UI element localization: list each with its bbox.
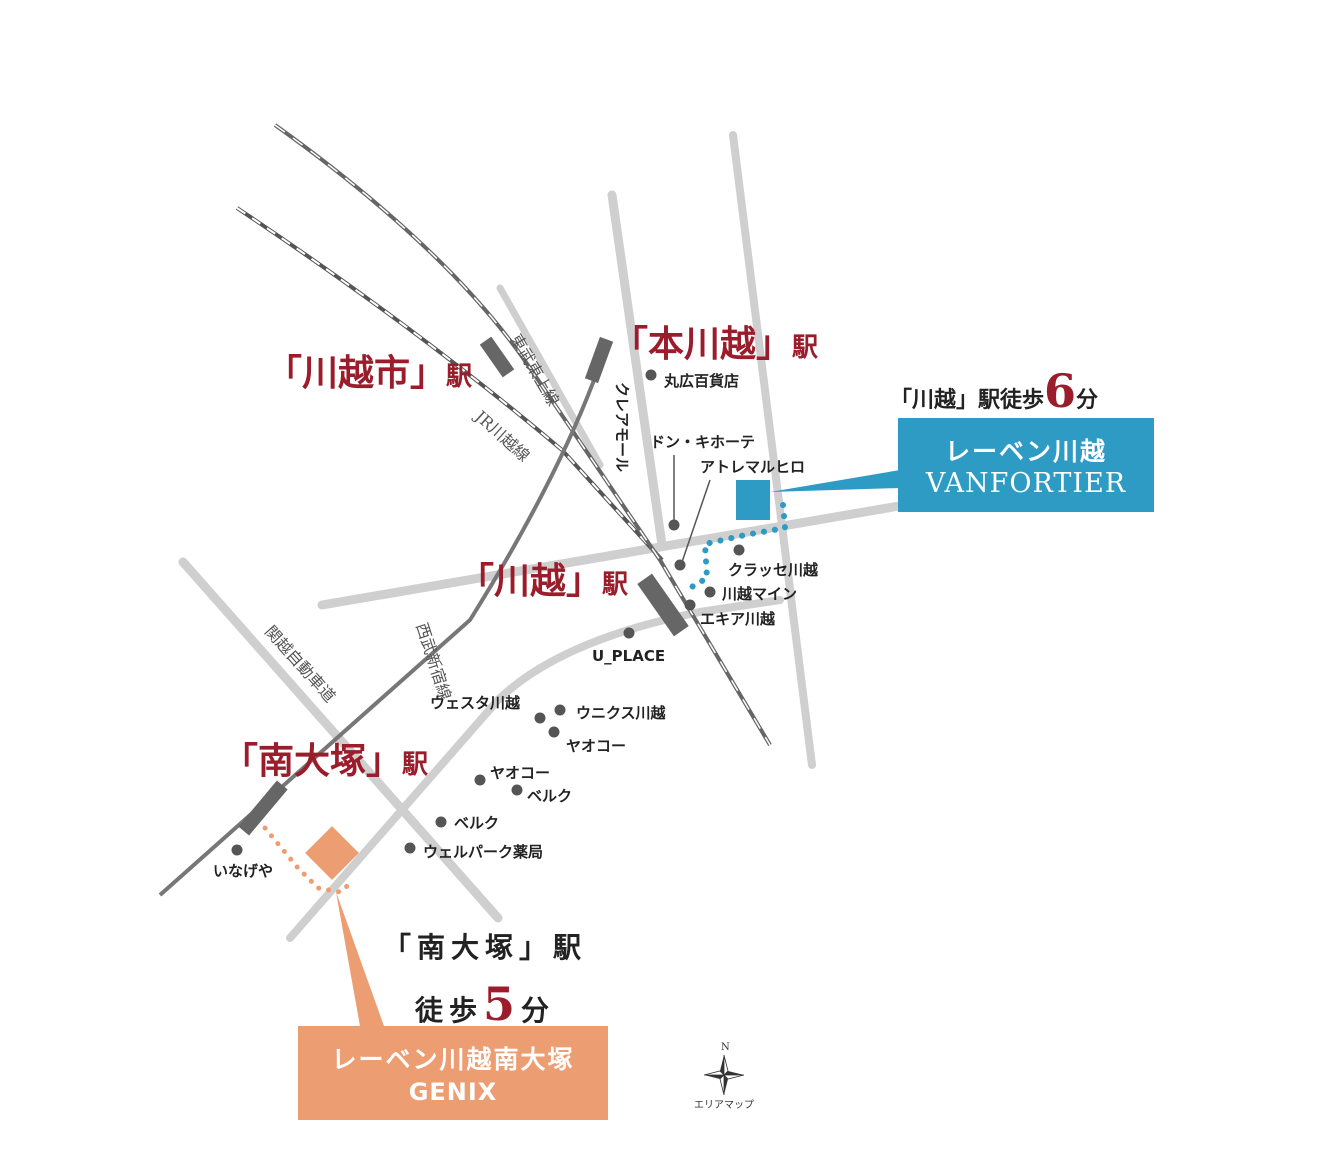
genix-callout-pointer	[336, 892, 384, 1026]
vanfortier-name-ja: レーベン川越	[944, 437, 1107, 466]
poi-dot-kawagoe-mine	[704, 586, 716, 598]
station-platforms	[238, 336, 689, 836]
compass-icon: N	[703, 1042, 745, 1096]
poi-welpark: ウェルパーク薬局	[423, 843, 543, 861]
vanfortier-marker	[736, 480, 770, 520]
genix-callout: レーベン川越南大塚 GENIX	[298, 1026, 608, 1120]
poi-dot-yaoko2	[474, 774, 486, 786]
genix-walk-unit: 分	[521, 994, 556, 1027]
station-kawagoe: 「川越」駅	[458, 560, 628, 602]
poi-dot-unicus	[554, 704, 566, 716]
vanfortier-walk-prefix: 「川越」駅徒歩	[890, 388, 1045, 413]
poi-dot-donki	[668, 519, 680, 531]
walk-route-vanfortier	[687, 502, 789, 591]
label-tobu-tojo: 東武東上線	[507, 331, 563, 410]
poi-inageya: いなげや	[213, 862, 273, 880]
poi-dot-atre	[674, 559, 686, 571]
walk-route-genix	[262, 825, 355, 895]
poi-dots	[231, 369, 745, 856]
genix-name-en: GENIX	[408, 1078, 498, 1106]
poi-dot-westa	[534, 712, 546, 724]
poi-dot-belc2	[435, 816, 447, 828]
poi-dot-welpark	[404, 842, 416, 854]
road-east-west-main	[317, 500, 910, 610]
station-minami-otsuka: 「南大塚」駅	[222, 740, 428, 782]
vanfortier-name-en: VANFORTIER	[925, 468, 1127, 499]
platform-kawagoe	[637, 573, 689, 637]
poi-dot-uplace	[623, 627, 635, 639]
poi-ekia: エキア川越	[700, 610, 776, 628]
poi-kawagoe-mine: 川越マイン	[721, 585, 797, 603]
road-east-north	[729, 131, 816, 769]
label-seibu-shinjuku: 西武新宿線	[412, 620, 455, 702]
compass-north-label: N	[721, 1042, 730, 1053]
tobu-tojo-line	[273, 123, 772, 747]
jr-kawagoe-line	[235, 206, 664, 562]
platform-hon-kawagoe	[584, 336, 614, 384]
poi-dot-belc1	[511, 784, 523, 796]
platform-kawagoeshi	[479, 336, 515, 378]
station-kawagoeshi: 「川越市」駅	[266, 352, 472, 394]
road-southwest	[286, 696, 502, 942]
vanfortier-callout: レーベン川越 VANFORTIER	[898, 418, 1154, 512]
genix-name-ja: レーベン川越南大塚	[331, 1045, 575, 1074]
poi-dot-marukou	[645, 369, 657, 381]
vanfortier-callout-pointer	[770, 470, 900, 492]
vanfortier-walk-time: 「川越」駅徒歩6分	[890, 364, 1098, 418]
roads	[178, 131, 910, 942]
station-hon-kawagoe: 「本川越」駅	[612, 323, 818, 365]
compass-caption: エリアマップ	[694, 1100, 754, 1111]
poi-yaoko2: ヤオコー	[490, 764, 550, 782]
poi-labels: 丸広百貨店 ドン・キホーテ アトレマルヒロ クラッセ川越 川越マイン エキア川越…	[213, 372, 819, 880]
poi-atre: アトレマルヒロ	[700, 458, 805, 476]
poi-belc2: ベルク	[454, 814, 499, 832]
road-kan-etsu	[178, 557, 503, 923]
poi-dot-yaoko1	[548, 726, 560, 738]
poi-leaders	[673, 455, 711, 563]
poi-dot-inageya	[231, 844, 243, 856]
label-crea-mall: クレアモール	[613, 382, 631, 472]
poi-classe: クラッセ川越	[728, 561, 819, 579]
genix-walk-time: 「南大塚」駅 徒歩5分	[380, 920, 590, 1039]
poi-dot-classe	[733, 544, 745, 556]
poi-belc1: ベルク	[527, 787, 572, 805]
genix-walk-station: 「南大塚」駅	[382, 931, 587, 964]
poi-unicus: ウニクス川越	[576, 704, 667, 722]
poi-westa: ウェスタ川越	[430, 694, 521, 712]
poi-dot-ekia	[684, 599, 696, 611]
genix-walk-prefix: 徒歩	[414, 994, 483, 1027]
poi-yaoko1: ヤオコー	[566, 737, 626, 755]
vanfortier-walk-minutes: 6	[1044, 364, 1077, 418]
station-labels: 「本川越」駅 「川越市」駅 「川越」駅 「南大塚」駅	[222, 323, 818, 782]
poi-donki: ドン・キホーテ	[650, 433, 755, 451]
vanfortier-walk-unit: 分	[1076, 388, 1099, 413]
label-jr-kawagoe: JR川越線	[470, 406, 534, 466]
road-crea-mall	[607, 190, 667, 550]
genix-walk-minutes: 5	[482, 977, 521, 1031]
poi-uplace: U_PLACE	[592, 647, 665, 665]
road-minor-north	[496, 284, 604, 469]
platform-minami-otsuka	[238, 780, 288, 836]
poi-marukou: 丸広百貨店	[663, 372, 739, 390]
